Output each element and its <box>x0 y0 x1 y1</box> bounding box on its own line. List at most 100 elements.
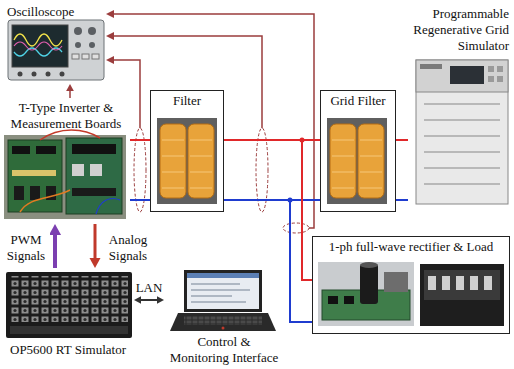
oscilloscope-probe <box>113 36 262 128</box>
grid-filter-illustration <box>330 124 356 198</box>
equipment-label: T-Type Inverter & Measurement Boards <box>5 100 127 132</box>
equipment-label-group: Programmable Regenerative Grid Simulator <box>408 4 512 208</box>
arrow-head <box>49 224 61 235</box>
oscilloscope-illustration <box>88 27 96 35</box>
connector <box>224 200 312 322</box>
oscilloscope-illustration <box>74 27 82 35</box>
oscilloscope-probe <box>283 223 309 233</box>
filter-illustration <box>160 124 186 198</box>
equipment-label: Control & Monitoring Interface <box>167 334 281 366</box>
filter-box: Filter <box>150 90 224 212</box>
inverter-boards-illustration <box>12 170 56 176</box>
grid-filter-illustration <box>327 118 387 204</box>
laptop-illustration <box>222 327 225 330</box>
connector-line <box>94 224 97 261</box>
oscilloscope-probe <box>113 14 314 228</box>
grid-simulator-illustration <box>497 66 503 72</box>
inverter-boards-illustration <box>4 135 126 219</box>
arrow-head <box>90 258 101 268</box>
oscilloscope-illustration <box>46 72 51 77</box>
grid-simulator-illustration <box>424 104 500 184</box>
filter-illustration <box>188 124 214 198</box>
connector <box>134 296 164 304</box>
equipment-label: Filter <box>154 93 220 109</box>
laptop-illustration <box>187 273 259 278</box>
laptop-illustration <box>191 284 250 302</box>
arrow-head <box>66 84 74 91</box>
connector <box>396 140 408 141</box>
signal-label: LAN <box>132 280 166 296</box>
connector <box>130 140 150 141</box>
grid-simulator-illustration <box>488 76 494 82</box>
equipment-label: Oscilloscope <box>7 4 103 20</box>
connector <box>224 140 312 280</box>
grid-simulator-illustration <box>497 76 503 82</box>
oscilloscope-illustration <box>60 72 65 77</box>
grid-simulator-illustration <box>416 60 508 204</box>
arrow-head <box>157 296 164 304</box>
equipment-label-group: Control & Monitoring Interface <box>164 268 284 368</box>
inverter-boards-illustration <box>30 186 40 200</box>
load-box: 1-ph full-wave rectifier & Load <box>312 236 510 334</box>
oscilloscope-illustration <box>72 54 79 59</box>
grid-simulator-illustration <box>416 60 508 204</box>
connector-line <box>396 139 408 141</box>
oscilloscope-illustration <box>12 25 68 67</box>
connector <box>396 200 408 201</box>
grid-filter-illustration <box>327 118 387 204</box>
filter-illustration <box>162 140 212 188</box>
inverter-boards-illustration <box>12 146 30 154</box>
oscilloscope-illustration <box>82 54 89 59</box>
connector-line <box>396 199 408 201</box>
connector-line <box>224 200 312 322</box>
inverter-boards-illustration <box>36 146 56 154</box>
rectifier-load-illustration <box>344 296 354 304</box>
op5600-illustration <box>6 272 132 338</box>
connector <box>90 224 101 268</box>
equipment-label-group: OP5600 RT Simulator <box>2 268 134 360</box>
rectifier-load-illustration <box>442 276 450 290</box>
rectifier-load-illustration <box>360 262 378 268</box>
grid-filter-illustration <box>332 140 382 188</box>
inverter-boards-illustration <box>66 138 122 214</box>
connector-line <box>53 232 57 268</box>
oscilloscope-illustration <box>89 42 95 48</box>
op5600-illustration <box>10 276 128 322</box>
grid-simulator-illustration <box>420 64 442 69</box>
arrow-head <box>134 296 141 304</box>
grid-simulator-illustration <box>416 60 508 92</box>
rectifier-load-illustration <box>384 272 408 292</box>
op5600-illustration <box>10 326 128 334</box>
oscilloscope-illustration <box>14 48 62 56</box>
laptop-illustration <box>184 316 262 325</box>
inverter-boards-illustration <box>72 188 116 196</box>
inverter-boards-illustration <box>90 164 102 176</box>
inverter-boards-illustration <box>14 186 24 200</box>
laptop-illustration <box>187 273 259 309</box>
filter-box: Grid Filter <box>320 90 396 212</box>
rectifier-load-illustration <box>318 262 504 326</box>
equipment-label: OP5600 RT Simulator <box>5 342 131 358</box>
laptop-illustration <box>184 270 262 312</box>
connector <box>66 84 74 98</box>
filter-illustration <box>157 118 217 204</box>
oscilloscope-illustration <box>8 20 104 80</box>
inverter-boards-illustration <box>96 199 120 214</box>
grid-filter-illustration <box>358 124 384 198</box>
rectifier-load-illustration <box>328 296 338 304</box>
inverter-boards-illustration <box>72 144 116 154</box>
op5600-illustration <box>6 272 132 338</box>
oscilloscope-illustration <box>18 72 23 77</box>
equipment-label: Programmable Regenerative Grid Simulator <box>411 6 509 54</box>
equipment-label: 1-ph full-wave rectifier & Load <box>316 239 506 255</box>
oscilloscope-illustration <box>8 20 104 80</box>
rectifier-load-illustration <box>470 276 478 290</box>
inverter-boards-illustration <box>20 190 70 212</box>
equipment-label: Grid Filter <box>324 93 392 109</box>
oscilloscope-probe <box>106 10 114 18</box>
oscilloscope-illustration <box>32 72 37 77</box>
connector-line <box>130 199 150 201</box>
